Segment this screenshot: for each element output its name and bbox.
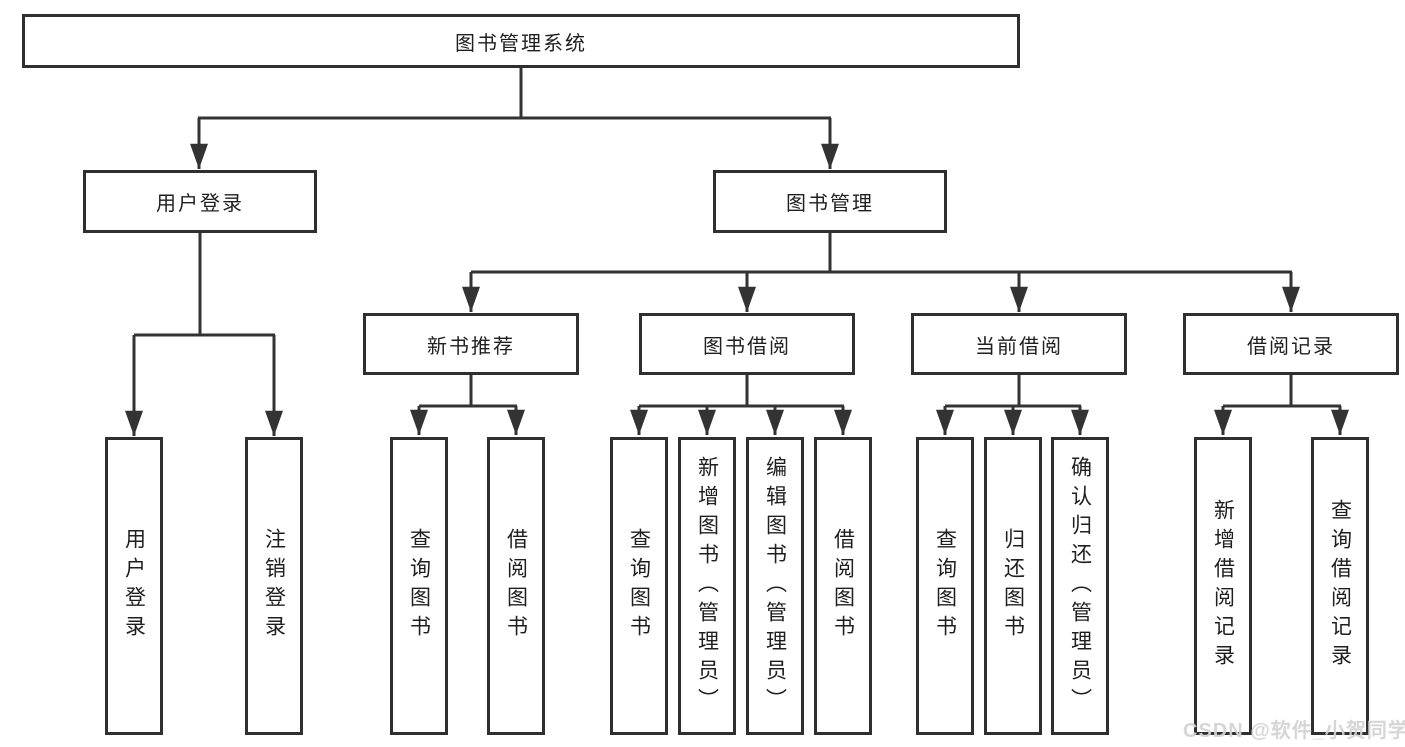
leaf-confirm-return-admin: 确认归还（管理员） (1051, 437, 1109, 735)
leaf-query-borrow-record-label: 查询借阅记录 (1328, 499, 1352, 673)
leaf-return-books: 归还图书 (984, 437, 1042, 735)
node-current-borrowing-label: 当前借阅 (975, 335, 1063, 358)
leaf-borrow-books-newbooks: 借阅图书 (487, 437, 545, 735)
leaf-edit-books-admin-label: 编辑图书（管理员） (763, 455, 787, 717)
node-book-borrowing-label: 图书借阅 (703, 335, 791, 358)
leaf-logout: 注销登录 (245, 437, 303, 735)
node-user-login-label: 用户登录 (156, 193, 244, 215)
node-book-management: 图书管理 (713, 170, 947, 233)
leaf-confirm-return-admin-label: 确认归还（管理员） (1068, 455, 1092, 717)
leaf-add-books-admin: 新增图书（管理员） (678, 437, 736, 735)
node-book-borrowing: 图书借阅 (639, 313, 855, 375)
leaf-query-borrow-record: 查询借阅记录 (1311, 437, 1369, 735)
node-library-management-system: 图书管理系统 (22, 14, 1020, 68)
leaf-add-borrow-record-label: 新增借阅记录 (1211, 499, 1235, 673)
leaf-query-books-current-label: 查询图书 (933, 528, 957, 644)
leaf-query-books-borrowing: 查询图书 (610, 437, 668, 735)
node-library-management-system-label: 图书管理系统 (455, 32, 587, 55)
leaf-borrow-books-newbooks-label: 借阅图书 (504, 528, 528, 644)
leaf-query-books-borrowing-label: 查询图书 (627, 528, 651, 644)
leaf-add-borrow-record: 新增借阅记录 (1194, 437, 1252, 735)
node-book-management-label: 图书管理 (786, 193, 874, 215)
leaf-borrow-books-borrowing: 借阅图书 (814, 437, 872, 735)
node-new-book-recommendation: 新书推荐 (363, 313, 579, 375)
leaf-logout-label: 注销登录 (262, 528, 286, 644)
leaf-user-login-label: 用户登录 (122, 528, 146, 644)
leaf-borrow-books-borrowing-label: 借阅图书 (831, 528, 855, 644)
leaf-user-login: 用户登录 (105, 437, 163, 735)
node-user-login: 用户登录 (83, 170, 317, 233)
node-borrowing-records-label: 借阅记录 (1247, 335, 1335, 358)
leaf-query-books-newbooks-label: 查询图书 (407, 528, 431, 644)
node-borrowing-records: 借阅记录 (1183, 313, 1399, 375)
leaf-add-books-admin-label: 新增图书（管理员） (695, 455, 719, 717)
node-new-book-recommendation-label: 新书推荐 (427, 335, 515, 358)
leaf-query-books-current: 查询图书 (916, 437, 974, 735)
leaf-query-books-newbooks: 查询图书 (390, 437, 448, 735)
leaf-edit-books-admin: 编辑图书（管理员） (746, 437, 804, 735)
watermark-text: CSDN @软件_小贺同学 (1183, 720, 1405, 742)
node-current-borrowing: 当前借阅 (911, 313, 1127, 375)
leaf-return-books-label: 归还图书 (1001, 528, 1025, 644)
